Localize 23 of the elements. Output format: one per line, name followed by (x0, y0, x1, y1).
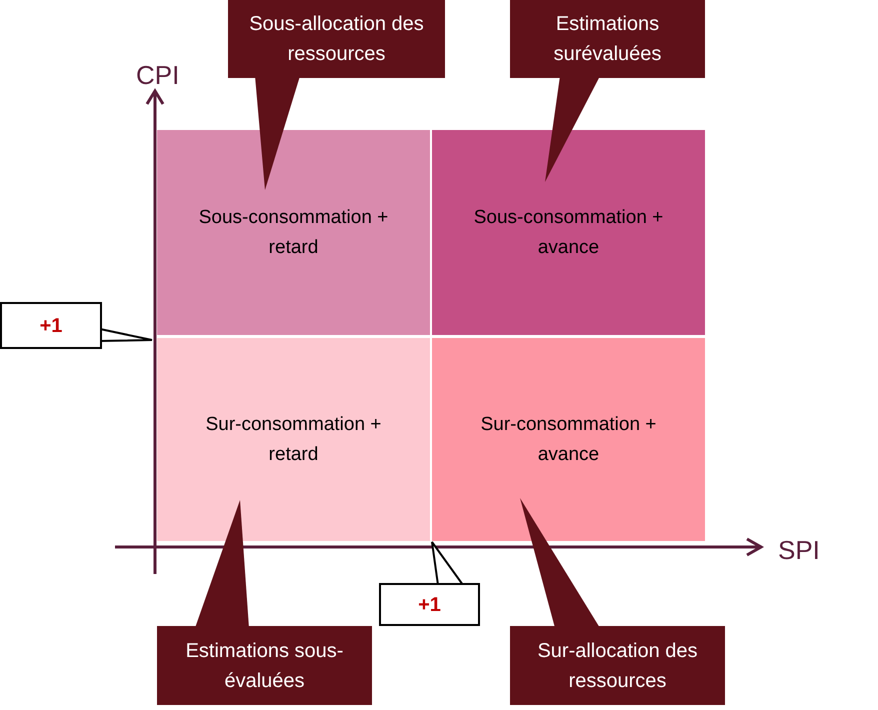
value-label: +1 (418, 592, 441, 618)
callout-label: Sur-allocation des ressources (536, 638, 699, 694)
callout-pointer (99, 328, 153, 342)
callout-pointer (520, 498, 600, 628)
callout-label: Estimations sous-évaluées (184, 638, 344, 694)
quadrant-box (432, 338, 705, 541)
callout-label: Sous-allocation des ressources (248, 12, 425, 67)
quadrant-box (157, 338, 430, 541)
quadrant-label: Sur-consommation + retard (204, 412, 382, 466)
callout-box (510, 626, 725, 705)
value-callout (0, 302, 102, 349)
value-label: +1 (40, 314, 62, 338)
callout-pointer (255, 76, 300, 190)
callout-pointer (195, 500, 249, 628)
axis-label: SPI (778, 534, 820, 567)
quadrant-label: Sous-consommation + retard (198, 206, 390, 260)
callout-pointer (545, 76, 600, 182)
callout-label: Estimations surévaluées (552, 12, 662, 67)
axis-label: CPI (136, 59, 180, 92)
quadrant-box (157, 130, 430, 335)
quadrant-label: Sur-consommation + avance (480, 412, 658, 466)
quadrant-label: Sous-consommation + avance (472, 206, 664, 260)
quadrant-box (432, 130, 705, 335)
